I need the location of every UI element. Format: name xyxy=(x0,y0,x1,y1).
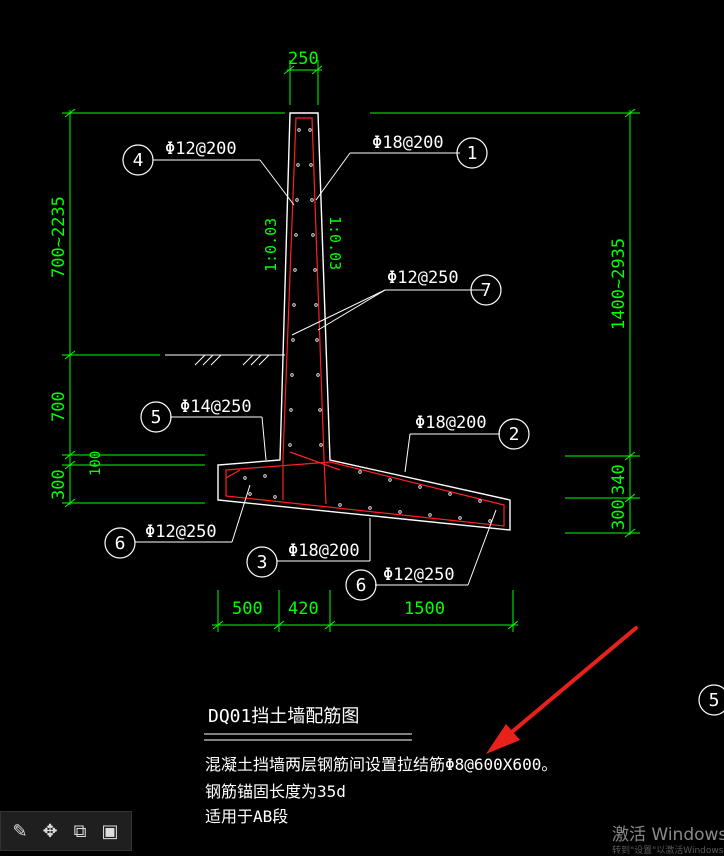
leader-lines xyxy=(135,152,500,586)
dim-left-small: 100 xyxy=(88,451,104,476)
rebar-2-label: Φ18@200 xyxy=(415,413,487,433)
wall-outline xyxy=(217,112,511,531)
paste-icon[interactable]: ▣ xyxy=(101,820,119,842)
callout-num-3: 3 xyxy=(257,552,268,573)
note-line-1: 混凝土挡墙两层钢筋间设置拉结筋Φ8@600X600。 xyxy=(205,755,557,774)
rebar-lines xyxy=(225,117,505,527)
callout-circle-5 xyxy=(140,401,172,433)
rebar-6b-label: Φ12@250 xyxy=(383,565,455,585)
callout-circle-2 xyxy=(498,418,530,450)
slope-right: 1:0.03 xyxy=(326,216,344,270)
dim-top-width: 250 xyxy=(288,49,319,69)
rebar-3-label: Φ18@200 xyxy=(288,541,360,561)
dim-bottom-left: 500 xyxy=(232,599,263,619)
rebar-4-label: Φ12@200 xyxy=(165,139,237,159)
dim-right-low: 300 xyxy=(609,499,629,530)
callout-circle-edge xyxy=(698,684,724,716)
dimension-lines xyxy=(62,60,640,632)
callout-num-edge: 5 xyxy=(709,690,720,711)
drawing-title: DQ01挡土墙配筋图 xyxy=(208,706,359,727)
slope-left: 1:0.03 xyxy=(262,218,280,272)
callout-circle-1 xyxy=(456,137,488,169)
callout-num-5: 5 xyxy=(151,407,162,428)
callout-num-6b: 6 xyxy=(356,575,367,596)
rebar-5-label: Φ14@250 xyxy=(180,397,252,417)
callout-num-7: 7 xyxy=(481,280,492,301)
callout-num-1: 1 xyxy=(467,143,478,164)
move-icon[interactable]: ✥ xyxy=(42,820,58,842)
callout-circle-7 xyxy=(470,274,502,306)
rebar-1-label: Φ18@200 xyxy=(372,133,444,153)
dim-bottom-right: 1500 xyxy=(404,599,445,619)
rebar-7-label: Φ12@250 xyxy=(387,268,459,288)
ground-line xyxy=(165,354,285,366)
rebar-6a-label: Φ12@250 xyxy=(145,522,217,542)
note-line-2: 钢筋锚固长度为35d xyxy=(205,782,346,801)
floating-toolbar: ✎ ✥ ⧉ ▣ xyxy=(0,811,132,851)
annotation-arrow xyxy=(486,626,638,754)
callout-num-6a: 6 xyxy=(115,533,126,554)
callout-circle-6b xyxy=(345,569,377,601)
note-line-3: 适用于AB段 xyxy=(205,807,288,826)
callout-num-2: 2 xyxy=(509,424,520,445)
dim-right-mid: 340 xyxy=(609,464,629,495)
callout-num-4: 4 xyxy=(133,150,144,171)
copy-icon[interactable]: ⧉ xyxy=(73,820,87,842)
activate-windows-watermark: 激活 Windows xyxy=(612,825,724,845)
edit-icon[interactable]: ✎ xyxy=(12,820,28,842)
dim-right-upper: 1400~2935 xyxy=(609,238,629,330)
dim-bottom-mid: 420 xyxy=(288,599,319,619)
dim-left-mid: 700 xyxy=(49,391,69,422)
dim-left-low: 300 xyxy=(49,469,69,500)
dim-left-upper: 700~2235 xyxy=(49,196,69,278)
callout-circle-3 xyxy=(246,546,278,578)
rebar-dots xyxy=(243,128,492,523)
activate-windows-subtext: 转到"设置"以激活Windows。 xyxy=(612,846,724,856)
callout-circle-6a xyxy=(104,527,136,559)
callout-circle-4 xyxy=(122,144,154,176)
